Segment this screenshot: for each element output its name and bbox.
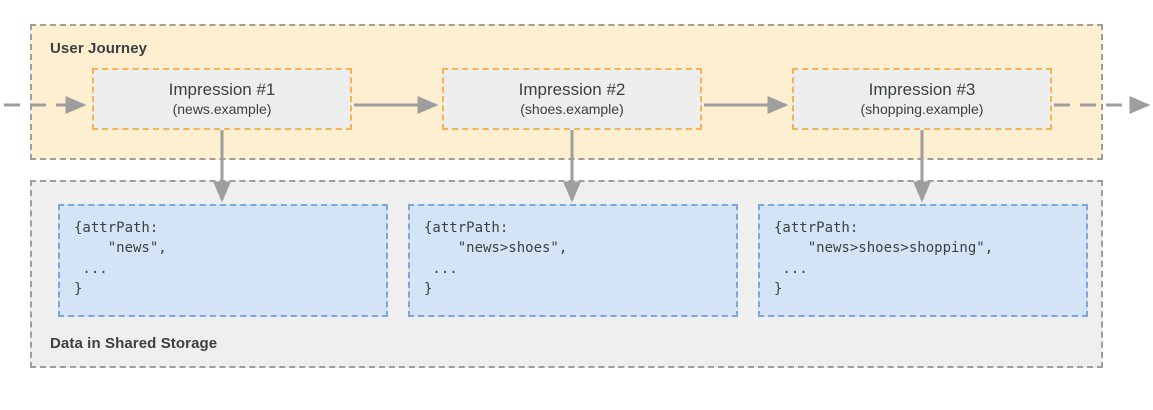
impression-3-title: Impression #3 xyxy=(868,80,976,100)
code-text-3: {attrPath: "news>shoes>shopping", ... } xyxy=(774,220,994,297)
impression-2-title: Impression #2 xyxy=(518,80,626,100)
shared-storage-title: Data in Shared Storage xyxy=(50,335,218,352)
impression-1-title: Impression #1 xyxy=(168,80,276,100)
code-text-2: {attrPath: "news>shoes", ... } xyxy=(424,220,568,297)
impression-box-1: Impression #1 (news.example) xyxy=(92,68,352,130)
code-text-1: {attrPath: "news", ... } xyxy=(74,220,167,297)
impression-1-subtitle: (news.example) xyxy=(172,100,272,117)
code-box-2: {attrPath: "news>shoes", ... } xyxy=(408,204,738,317)
impression-box-3: Impression #3 (shopping.example) xyxy=(792,68,1052,130)
code-box-3: {attrPath: "news>shoes>shopping", ... } xyxy=(758,204,1088,317)
impression-box-2: Impression #2 (shoes.example) xyxy=(442,68,702,130)
impression-3-subtitle: (shopping.example) xyxy=(860,100,984,117)
user-journey-title: User Journey xyxy=(50,40,148,57)
code-box-1: {attrPath: "news", ... } xyxy=(58,204,388,317)
impression-2-subtitle: (shoes.example) xyxy=(520,100,624,117)
